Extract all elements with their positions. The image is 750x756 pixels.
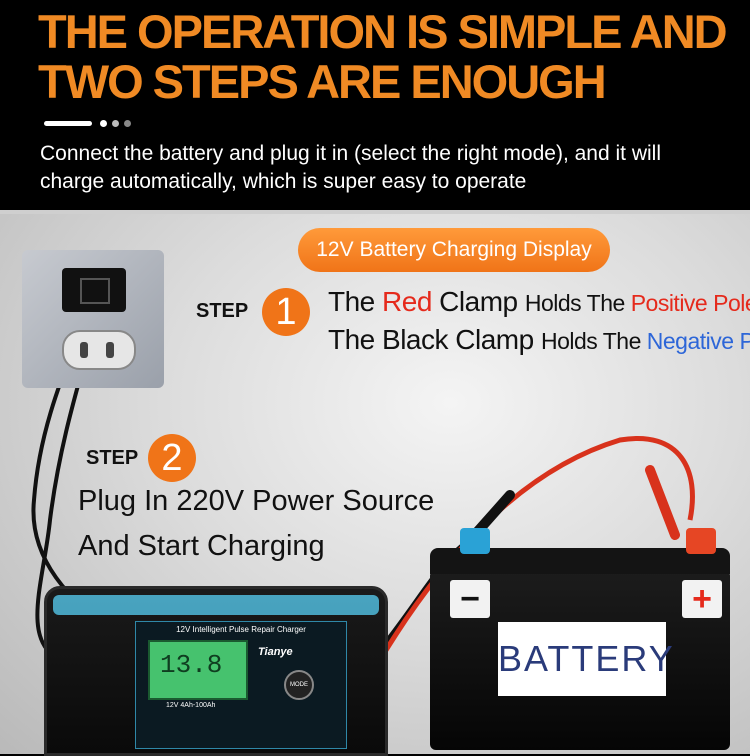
step-1-number: 1: [262, 288, 310, 336]
charger-title: 12V Intelligent Pulse Repair Charger: [176, 625, 306, 634]
plus-icon: +: [682, 580, 722, 618]
headline-line-2: TWO STEPS ARE ENOUGH: [38, 55, 607, 108]
headline-line-1: THE OPERATION IS SIMPLE AND: [38, 5, 728, 58]
charger-panel: 12V Intelligent Pulse Repair Charger 13.…: [135, 621, 347, 749]
charger-device: 12V Intelligent Pulse Repair Charger 13.…: [44, 586, 388, 756]
step-1-line-2: The Black Clamp Holds The Negative Pole: [328, 324, 750, 355]
display-pill: 12V Battery Charging Display: [298, 228, 610, 272]
step-2-number: 2: [148, 434, 196, 482]
positive-terminal: [686, 528, 716, 554]
header-band: THE OPERATION IS SIMPLE AND TWO STEPS AR…: [0, 0, 750, 210]
charger-rim: [53, 595, 379, 615]
mode-button: MODE: [284, 670, 314, 700]
indicator-dot: [124, 120, 131, 127]
step-2-line-1: Plug In 220V Power Source: [78, 485, 435, 517]
socket: [62, 268, 126, 312]
brand-logo: Tianye: [258, 646, 293, 658]
wall-outlet: [22, 250, 164, 388]
battery-label: BATTERY: [498, 622, 673, 696]
lcd-reading: 13.8: [160, 650, 223, 680]
car-battery: − + BATTERY: [430, 528, 730, 750]
step-1-line-1: The Red Clamp Holds The Positive Pole: [328, 286, 750, 317]
negative-terminal: [460, 528, 490, 554]
plug: [62, 330, 136, 370]
lcd-screen: 13.8: [148, 640, 248, 700]
subtitle: Connect the battery and plug it in (sele…: [40, 142, 661, 193]
indicator-dot: [100, 120, 107, 127]
indicator-active: [44, 121, 92, 126]
step-1-label: STEP: [196, 300, 249, 322]
step-2-label: STEP: [86, 447, 139, 469]
charger-spec: 12V 4Ah-100Ah: [166, 702, 216, 709]
indicator-dot: [112, 120, 119, 127]
step-2-line-2: And Start Charging: [78, 530, 325, 562]
minus-icon: −: [450, 580, 490, 618]
